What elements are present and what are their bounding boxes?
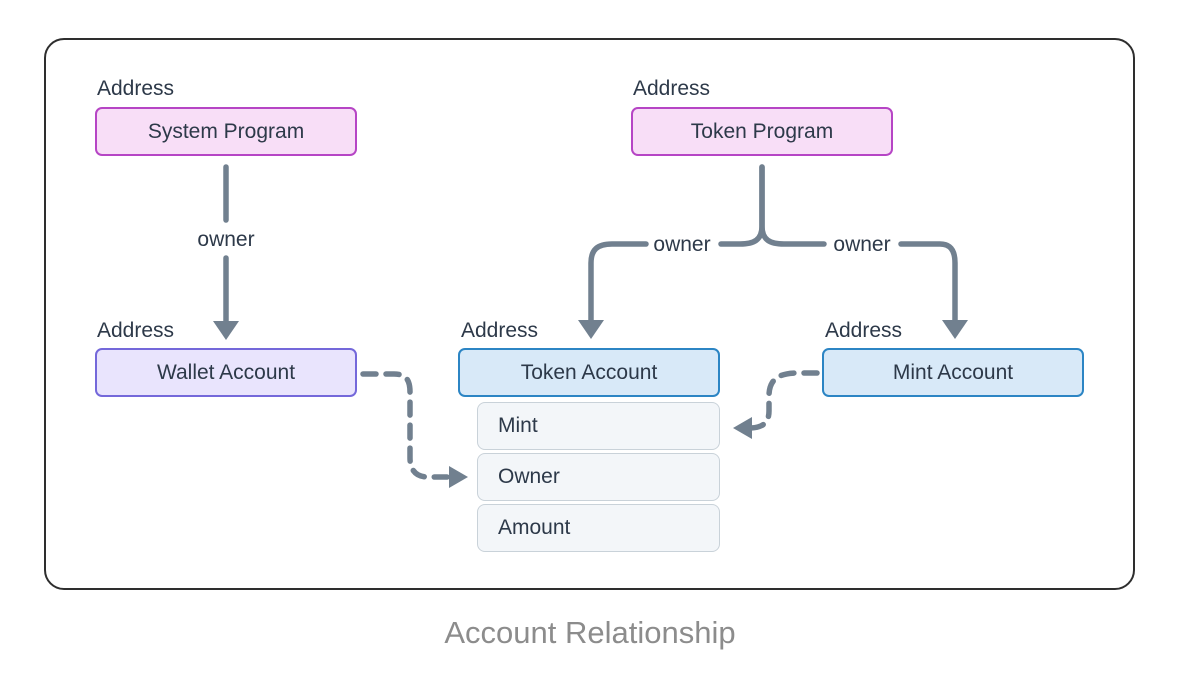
mint-account-address-label: Address [825,319,903,342]
token-account-address-label: Address [461,319,539,342]
system-program-node: System Program [95,107,357,156]
wallet-account-label: Wallet Account [156,360,296,384]
token-account-field-owner: Owner [477,453,720,501]
token-account-field-mint: Mint [477,402,720,450]
token-program-node: Token Program [631,107,893,156]
edge-label-system-to-wallet: owner [194,228,258,252]
mint-account-label: Mint Account [892,360,1014,384]
wallet-account-address-label: Address [97,319,175,342]
wallet-account-node: Wallet Account [95,348,357,397]
system-program-address-label: Address [97,77,175,100]
token-program-address-label: Address [633,77,711,100]
token-account-field-owner-label: Owner [498,465,560,488]
token-account-node: Token Account [458,348,720,397]
token-account-field-mint-label: Mint [498,414,538,437]
token-program-label: Token Program [690,119,834,143]
token-account-field-amount: Amount [477,504,720,552]
mint-account-node: Mint Account [822,348,1084,397]
token-account-field-amount-label: Amount [498,516,571,539]
token-account-label: Token Account [520,360,658,384]
diagram-caption: Account Relationship [444,615,736,650]
system-program-label: System Program [147,119,305,143]
edge-label-token-program-to-mint-account: owner [830,233,894,257]
edge-label-token-program-to-token-account: owner [650,233,714,257]
